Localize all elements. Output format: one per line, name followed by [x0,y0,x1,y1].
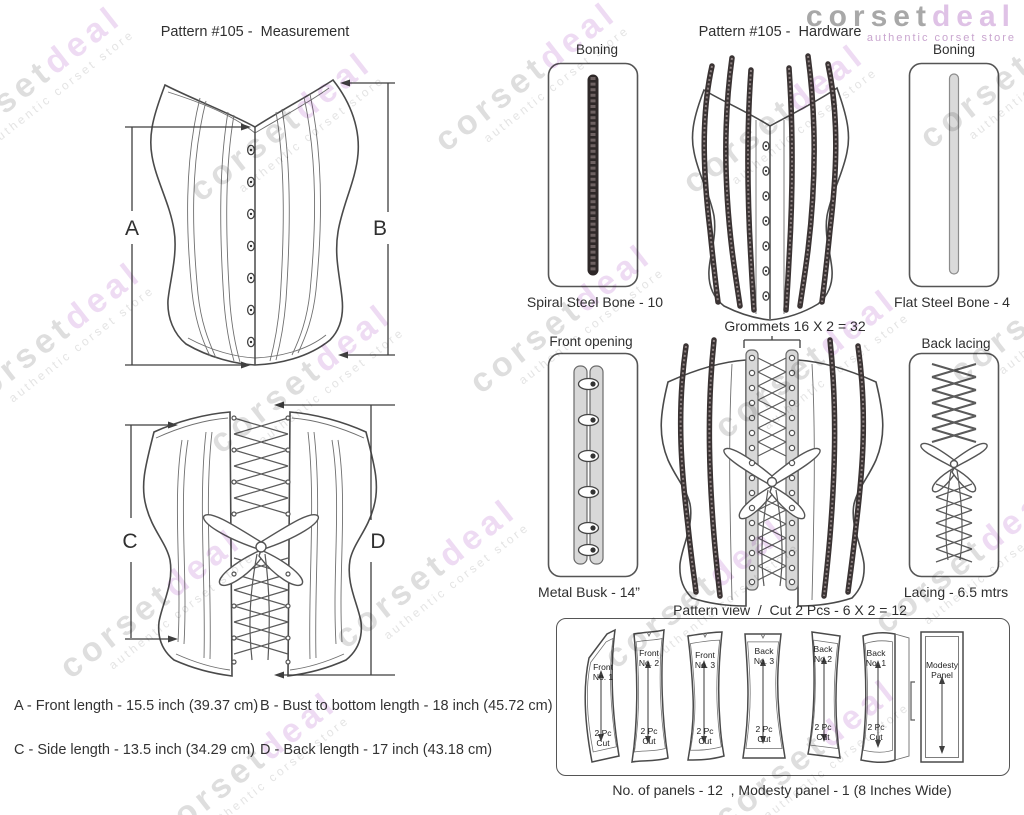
panel-front-1: Front No. 1 2 Pc Cut [579,626,627,768]
note-back-length: D - Back length - 17 inch (43.18 cm) [260,742,493,758]
hardware-title: Pattern #105 - Hardware [698,24,862,40]
busk-loops [762,141,770,301]
dimension-c: C [122,421,178,643]
panel-back-3-shape [742,633,786,759]
note-side-length: C - Side length - 13.5 inch (34.29 cm) [14,742,255,758]
flat-bone-caption: Flat Steel Bone - 4 [894,294,1010,310]
dimension-a: A [125,123,251,369]
panels-note: No. of panels - 12 , Modesty panel - 1 (… [612,782,952,798]
back-lacing-label: Back lacing [921,336,991,351]
back-corset-drawing: C D [122,401,395,679]
panel-back-2-shape [807,631,841,759]
panel-back-3: Back No. 3 2 Pc Cut [738,626,790,768]
pattern-panels-container: Front No. 1 2 Pc Cut Front No. 2 2 Pc Cu… [556,618,1010,776]
back-lacing-box [908,352,1000,578]
panel-modesty-shape [920,631,964,763]
grommets-label: Grommets 16 X 2 = 32 [724,318,866,334]
panel-back-1-shape [860,631,915,764]
panel-front-1-shape [584,628,620,763]
back-lacing-caption: Lacing - 6.5 mtrs [903,584,1009,600]
spiral-bone-label: Boning [575,42,619,57]
panel-front-2: Front No. 2 2 Pc Cut [625,626,673,768]
eyelets [231,415,291,665]
dimension-label-d: D [370,530,385,553]
front-opening-label: Front opening [549,334,633,349]
panel-front-3: Front No. 3 2 Pc Cut [681,626,729,768]
front-corset-drawing: A B [125,78,395,369]
spiral-bone-caption: Spiral Steel Bone - 10 [526,294,664,310]
flat-bone-box [908,62,1000,288]
grommet-corset-drawing [660,336,884,607]
measurement-title: Pattern #105 - Measurement [160,24,350,40]
dimension-b: B [338,79,395,359]
spiral-bones [701,53,839,313]
panel-front-2-shape [631,629,669,763]
brand-name-purple: deal [931,0,1016,33]
panel-front-3-shape [687,631,725,761]
metal-busk-caption: Metal Busk - 14” [538,584,640,600]
busk-loops [246,144,256,348]
busk-clasps [577,377,600,557]
brand-logo: corsetdeal authentic corset store [805,0,1016,45]
dimension-label-b: B [373,217,387,240]
note-bust-length: B - Bust to bottom length - 18 inch (45.… [260,698,553,714]
brand-name-gray: corset [805,0,932,33]
dimension-label-c: C [122,530,137,553]
flat-bone-label: Boning [932,42,976,57]
panel-back-1: Back No. 1 2 Pc Cut [856,626,918,768]
spiral-bones [677,337,867,599]
metal-busk-box [547,352,639,578]
panel-back-2: Back No.2 2 Pc Cut [799,626,847,768]
dimension-label-a: A [125,217,139,240]
dimension-d: D [274,401,395,679]
panel-modesty: Modesty Panel [917,626,967,768]
brand-tagline: authentic corset store [866,32,1016,44]
lacing [723,357,821,587]
pattern-view-label: Pattern view / Cut 2 Pcs - 6 X 2 = 12 [673,602,907,618]
lacing [202,417,320,661]
grommets [748,354,796,586]
spiral-bone-box [547,62,639,288]
note-front-length: A - Front length - 15.5 inch (39.37 cm) [14,698,259,714]
hardware-corset-drawing [691,53,850,321]
